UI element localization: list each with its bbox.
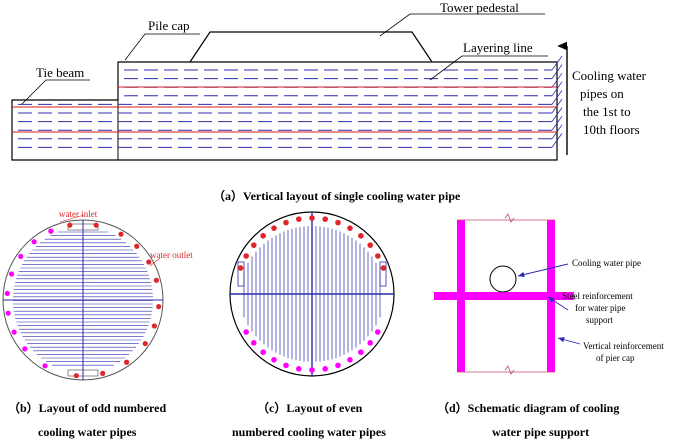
caption-d-1: （d）Schematic diagram of cooling bbox=[437, 400, 619, 415]
even-header-right bbox=[379, 261, 387, 287]
label-vertical-2: of pier cap bbox=[596, 353, 635, 363]
label-layering-line: Layering line bbox=[463, 40, 533, 55]
inlet-dot bbox=[380, 265, 387, 271]
inlet-dot bbox=[367, 242, 374, 248]
label-cooling-pipes-4: 10th floors bbox=[583, 122, 640, 137]
outlet-dot bbox=[271, 357, 277, 363]
cooling-water-pipe-circle bbox=[489, 265, 517, 293]
panel-b-odd-layout: water inlet water outlet （b）Layout of od… bbox=[2, 209, 193, 439]
pipe-riser-1 bbox=[551, 55, 563, 71]
label-steel-3: support bbox=[586, 315, 613, 325]
inlet-dot bbox=[153, 277, 160, 283]
outlet-dot bbox=[358, 349, 364, 356]
inlet-dot bbox=[67, 222, 73, 228]
label-water-outlet: water outlet bbox=[150, 250, 193, 260]
tower-pedestal-shape bbox=[189, 31, 433, 63]
outlet-dot bbox=[18, 253, 24, 260]
inlet-dot bbox=[322, 216, 328, 222]
cooling-pipe-layers bbox=[12, 55, 563, 148]
outlet-dot bbox=[4, 290, 10, 296]
caption-b-2: cooling water pipes bbox=[38, 425, 137, 439]
label-water-inlet: water inlet bbox=[59, 209, 98, 219]
outlet-dot bbox=[322, 366, 328, 372]
even-inlet-outlet-dots bbox=[237, 215, 387, 373]
outlet-dot bbox=[367, 340, 374, 346]
inlet-dot bbox=[250, 242, 257, 248]
label-cooling-pipes-1: Cooling water bbox=[572, 68, 647, 83]
odd-inlet-outlet-dots bbox=[4, 222, 162, 379]
inlet-dot bbox=[118, 231, 124, 237]
outlet-dot bbox=[22, 346, 28, 352]
inlet-dot bbox=[260, 232, 266, 239]
label-tower-pedestal: Tower pedestal bbox=[440, 0, 519, 15]
label-steel-1: Steel reinforcement bbox=[562, 291, 633, 301]
outlet-dot bbox=[250, 340, 257, 346]
pipe-riser-5 bbox=[551, 90, 563, 105]
inlet-dot bbox=[100, 370, 106, 377]
outlet-dot bbox=[375, 329, 381, 335]
inlet-dot bbox=[93, 222, 99, 228]
inlet-dot bbox=[347, 225, 353, 231]
inlet-dot bbox=[237, 265, 244, 271]
outlet-dot bbox=[42, 363, 48, 369]
caption-b-1: （b）Layout of odd numbered bbox=[8, 400, 166, 415]
pipe-riser-4 bbox=[551, 81, 563, 97]
caption-d-2: water pipe support bbox=[492, 425, 589, 439]
inlet-dot bbox=[271, 225, 277, 231]
label-vertical-1: Vertical reinforcement bbox=[583, 341, 664, 351]
outlet-dot bbox=[335, 362, 341, 369]
label-cooling-water-pipe: Cooling water pipe bbox=[572, 258, 641, 268]
pipe-riser-10 bbox=[551, 133, 563, 148]
concrete-outline bbox=[11, 61, 558, 161]
label-pile-cap: Pile cap bbox=[148, 18, 190, 33]
inlet-dot bbox=[73, 373, 79, 379]
inlet-dot bbox=[283, 219, 289, 226]
inlet-dot bbox=[309, 215, 315, 221]
outlet-dot bbox=[5, 310, 11, 316]
caption-c-2: numbered cooling water pipes bbox=[232, 425, 386, 439]
panel-a-vertical-layout: Tie beam Pile cap Tower pedestal Layerin… bbox=[11, 0, 647, 203]
inlet-dot bbox=[123, 359, 130, 365]
outlet-dot bbox=[283, 362, 289, 369]
inlet-dot bbox=[335, 219, 341, 226]
outlet-dot bbox=[11, 329, 17, 335]
label-tie-beam: Tie beam bbox=[36, 65, 84, 80]
pipe-riser-2 bbox=[551, 64, 563, 79]
pipe-riser-6 bbox=[551, 98, 563, 114]
label-cooling-pipes-2: pipes on bbox=[580, 86, 624, 101]
pipe-riser-8 bbox=[551, 115, 563, 131]
outlet-dot bbox=[260, 349, 266, 356]
panel-c-even-layout: （c）Layout of even numbered cooling water… bbox=[229, 211, 395, 439]
inlet-dot bbox=[243, 253, 249, 259]
outlet-dot bbox=[347, 357, 353, 363]
panel-d-support-schematic: Cooling water pipe Steel reinforcement f… bbox=[434, 213, 664, 439]
inlet-dot bbox=[134, 243, 140, 249]
caption-c-1: （c）Layout of even bbox=[257, 400, 363, 415]
outlet-dot bbox=[309, 367, 315, 373]
inlet-dot bbox=[156, 304, 162, 310]
outlet-dot bbox=[48, 228, 54, 234]
outlet-dot bbox=[31, 239, 37, 245]
support-steel-bar bbox=[434, 292, 574, 300]
inlet-dot bbox=[375, 253, 381, 259]
outlet-dot bbox=[8, 271, 15, 277]
label-steel-2: for water pipe bbox=[575, 303, 625, 313]
inlet-dot bbox=[151, 323, 158, 329]
pipe-riser-7 bbox=[551, 107, 563, 122]
inlet-dot bbox=[146, 259, 152, 265]
inlet-dot bbox=[296, 216, 302, 222]
label-cooling-pipes-3: the 1st to bbox=[583, 104, 631, 119]
inlet-dot bbox=[358, 232, 364, 239]
pipe-riser-3 bbox=[551, 72, 563, 88]
outlet-dot bbox=[243, 329, 249, 335]
even-header-left bbox=[237, 261, 245, 287]
inlet-dot bbox=[142, 340, 148, 347]
caption-a: （a）Vertical layout of single cooling wat… bbox=[213, 188, 461, 203]
outlet-dot bbox=[296, 366, 302, 372]
